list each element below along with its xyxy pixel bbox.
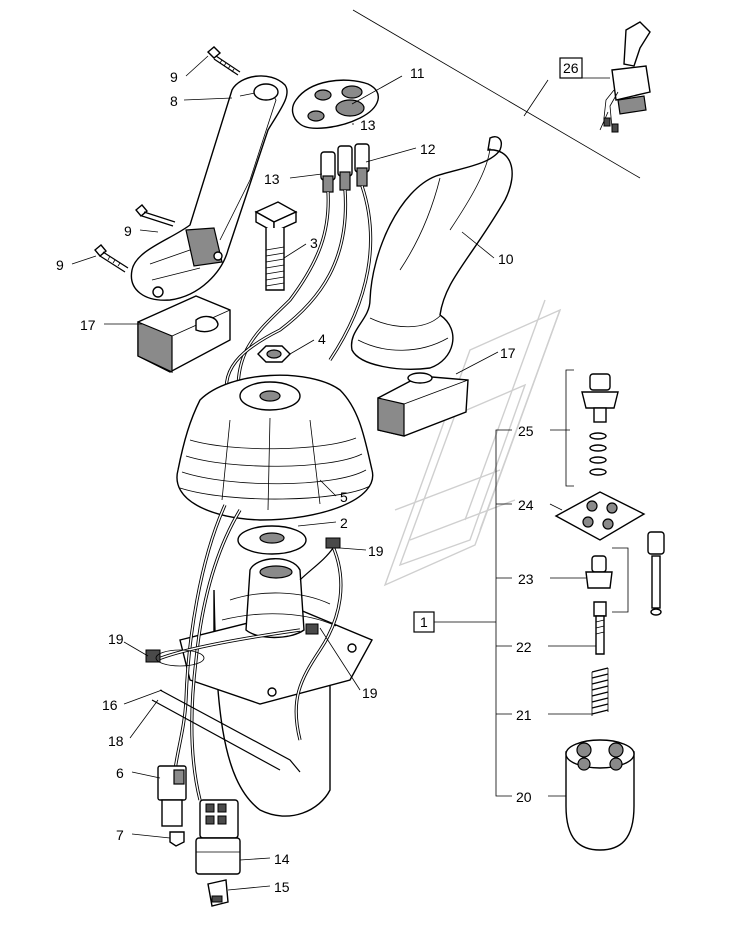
- contact-7: [169, 831, 185, 847]
- connector-6: [157, 765, 187, 827]
- connector-14: [195, 799, 241, 875]
- callout-9-top: 9: [170, 69, 178, 85]
- callout-3: 3: [310, 235, 318, 251]
- callout-6: 6: [116, 765, 124, 781]
- callout-17-left: 17: [80, 317, 96, 333]
- screw-9-top: [206, 46, 241, 76]
- boxed-label-26-text: 26: [563, 60, 579, 76]
- plate-24: [554, 491, 646, 541]
- callout-17-right: 17: [500, 345, 516, 361]
- callout-14: 14: [274, 851, 290, 867]
- gasket-11: [291, 79, 379, 129]
- spacer-17-left: [137, 295, 231, 373]
- plunger-23: [585, 531, 665, 616]
- cable-tie-19-top: [299, 537, 341, 581]
- callout-9-middle: 9: [124, 223, 132, 239]
- callout-4: 4: [318, 331, 326, 347]
- bolt-3: [254, 201, 298, 291]
- handle-10: [350, 136, 513, 370]
- ring-2: [237, 525, 307, 555]
- callout-23: 23: [518, 571, 534, 587]
- callout-20: 20: [516, 789, 532, 805]
- callout-16: 16: [102, 697, 118, 713]
- separator-line: [352, 9, 641, 179]
- cable-tie-19-right: [305, 623, 319, 635]
- boxed-label-1: 1: [413, 611, 435, 633]
- boxed-label-1-text: 1: [420, 614, 428, 630]
- joystick-assembly-thumbnail: [599, 21, 651, 133]
- callout-5: 5: [340, 489, 348, 505]
- lever-8: [130, 75, 288, 301]
- valve-body-20: [565, 739, 635, 851]
- callout-8: 8: [170, 93, 178, 109]
- spring-21: [591, 667, 609, 716]
- callout-19-top: 19: [368, 543, 384, 559]
- callout-labels: 9 8 9 9 17 11 13 12 13 3 4 10 17 5 2 19 …: [56, 65, 534, 895]
- callout-7: 7: [116, 827, 124, 843]
- callout-19-right: 19: [362, 685, 378, 701]
- boxed-label-26: 26: [559, 57, 583, 79]
- callout-25: 25: [518, 423, 534, 439]
- screw-9-bottom: [94, 244, 129, 273]
- callout-11: 11: [410, 65, 425, 81]
- connectors-12-13: [224, 143, 373, 411]
- callout-10: 10: [498, 251, 514, 267]
- pin-22: [593, 601, 607, 655]
- nut-4: [257, 345, 291, 363]
- valve-cap-25: [565, 369, 619, 487]
- watermark: [383, 299, 562, 587]
- callout-12: 12: [420, 141, 436, 157]
- callout-21: 21: [516, 707, 532, 723]
- wiring-harness: [151, 504, 343, 801]
- callout-13-top: 13: [360, 117, 376, 133]
- cable-tie-19-left: [145, 649, 205, 667]
- bracket-lines: [434, 429, 512, 797]
- screw-9-middle: [135, 204, 176, 227]
- callout-18: 18: [108, 733, 124, 749]
- callout-2: 2: [340, 515, 348, 531]
- callout-19-left: 19: [108, 631, 124, 647]
- callout-24: 24: [518, 497, 534, 513]
- callout-15: 15: [274, 879, 290, 895]
- clip-15: [207, 879, 229, 907]
- spacer-17-right: [377, 372, 469, 437]
- callout-22: 22: [516, 639, 532, 655]
- callout-9-bottom: 9: [56, 257, 64, 273]
- base-housing-1: [179, 558, 373, 817]
- callout-13-left: 13: [264, 171, 280, 187]
